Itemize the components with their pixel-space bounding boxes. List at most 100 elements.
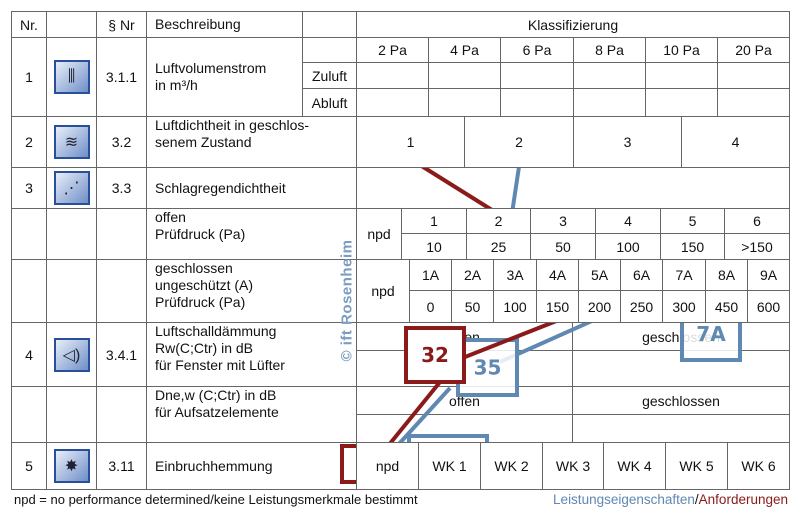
- legend-blue: Leistungseigenschaften: [553, 492, 695, 507]
- rain-class-geschlossen: 2A: [451, 259, 494, 291]
- rain-class-offen: 2: [466, 208, 531, 234]
- rain-class-geschlossen: 5A: [578, 259, 621, 291]
- legend-sep: /: [694, 492, 699, 507]
- zuluft-cell: [717, 62, 790, 89]
- rain-pressure-offen: >150: [724, 233, 790, 260]
- burglary-class: WK 5: [665, 442, 728, 490]
- rain-pressure-geschlossen: 300: [662, 290, 706, 323]
- pressure-header: 8 Pa: [573, 37, 646, 63]
- rain-pressure-geschlossen: 250: [620, 290, 663, 323]
- row5-icon-cell: ✸: [46, 442, 97, 490]
- desc-line: offen: [155, 209, 186, 225]
- sound-icon: ◁): [53, 337, 90, 372]
- desc-line: Rw(C;Ctr) in dB: [155, 340, 254, 356]
- burglary-class: WK 4: [603, 442, 666, 490]
- desc-line: für Aufsatzelemente: [155, 404, 279, 420]
- row5-para: 3.11: [96, 442, 147, 490]
- blue-box-sound-label: 35: [474, 356, 502, 380]
- row4-para: 3.4.1: [96, 322, 147, 387]
- red-connector: [386, 380, 442, 448]
- desc-line: senem Zustand: [155, 134, 252, 150]
- rain-pressure-geschlossen: 600: [747, 290, 790, 323]
- rain-pressure-offen: 10: [401, 233, 467, 260]
- burglary-class: WK 1: [418, 442, 481, 490]
- blue-connector: [396, 386, 452, 447]
- rain-pressure-geschlossen: 100: [493, 290, 537, 323]
- abluft-cell: [717, 88, 790, 117]
- rain-class-offen: 6: [724, 208, 790, 234]
- header-nr: Nr.: [11, 11, 47, 38]
- blank: [572, 414, 790, 443]
- blank: [356, 167, 790, 209]
- rain-class-geschlossen: 1A: [409, 259, 452, 291]
- rain-class-offen: 5: [660, 208, 725, 234]
- zuluft-cell: [573, 62, 646, 89]
- rain-icon: ⋰: [53, 171, 90, 205]
- zuluft-cell: [356, 62, 429, 89]
- row5-nr: 5: [11, 442, 47, 490]
- row5-desc: Einbruchhemmung: [146, 442, 357, 490]
- desc-line: ungeschützt (A): [155, 277, 254, 293]
- zuluft-cell: [645, 62, 718, 89]
- rain-pressure-offen: 50: [530, 233, 596, 260]
- airtightness-class: 3: [573, 116, 682, 168]
- abluft-label: Abluft: [302, 88, 357, 117]
- blank: [46, 208, 97, 260]
- burglary-class: WK 6: [727, 442, 790, 490]
- rain-class-geschlossen: 7A: [662, 259, 706, 291]
- pressure-header: 20 Pa: [717, 37, 790, 63]
- ventilation-icon: ⫼: [53, 60, 90, 94]
- zuluft-cell: [428, 62, 501, 89]
- abluft-cell: [356, 88, 429, 117]
- desc-line: Prüfdruck (Pa): [155, 294, 246, 310]
- burglary-icon: ✸: [53, 449, 90, 483]
- legend-red: Anforderungen: [698, 492, 788, 507]
- rain-pressure-geschlossen: 200: [578, 290, 621, 323]
- desc-line: in m³/h: [155, 77, 198, 93]
- rain-pressure-geschlossen: 50: [451, 290, 494, 323]
- pressure-header: 4 Pa: [428, 37, 501, 63]
- row2-nr: 2: [11, 116, 47, 168]
- blank: [96, 386, 147, 443]
- row2-icon-cell: ≋: [46, 116, 97, 168]
- rain-pressure-geschlossen: 0: [409, 290, 452, 323]
- rain-pressure-offen: 100: [595, 233, 661, 260]
- pressure-header: 2 Pa: [356, 37, 429, 63]
- desc-line: Prüfdruck (Pa): [155, 226, 246, 242]
- rain-class-geschlossen: 9A: [747, 259, 790, 291]
- rain-pressure-offen: 150: [660, 233, 725, 260]
- rain-class-geschlossen: 6A: [620, 259, 663, 291]
- burglary-class: WK 3: [542, 442, 604, 490]
- abluft-cell: [645, 88, 718, 117]
- zuluft-cell: [500, 62, 574, 89]
- pressure-header: 10 Pa: [645, 37, 718, 63]
- geschlossen-npd: npd: [356, 259, 410, 323]
- rain-pressure-offen: 25: [466, 233, 531, 260]
- desc-line: Luftdichtheit in geschlos-: [155, 117, 310, 133]
- rain-class-offen: 3: [530, 208, 596, 234]
- footnote: npd = no performance determined/keine Le…: [14, 492, 418, 507]
- rain-class-offen: 1: [401, 208, 467, 234]
- abluft-cell: [573, 88, 646, 117]
- red-box-sound-label: 32: [421, 343, 449, 367]
- red-connector: [410, 158, 494, 212]
- row1-para: 3.1.1: [96, 37, 147, 117]
- desc-line: Luftvolumenstrom: [155, 60, 267, 76]
- burglary-class: npd: [356, 442, 419, 490]
- blank: [11, 259, 47, 323]
- rain-class-geschlossen: 4A: [536, 259, 579, 291]
- rain-pressure-geschlossen: 150: [536, 290, 579, 323]
- burglary-class: WK 2: [480, 442, 543, 490]
- rain-class-offen: 4: [595, 208, 661, 234]
- blank: [11, 208, 47, 260]
- abluft-cell: [428, 88, 501, 117]
- desc-line: Dne,w (C;Ctr) in dB: [155, 387, 277, 403]
- rain-pressure-geschlossen: 450: [705, 290, 748, 323]
- abluft-cell: [500, 88, 574, 117]
- air-tightness-icon: ≋: [53, 125, 90, 159]
- rain-class-geschlossen: 3A: [493, 259, 537, 291]
- airtightness-class: 1: [356, 116, 465, 168]
